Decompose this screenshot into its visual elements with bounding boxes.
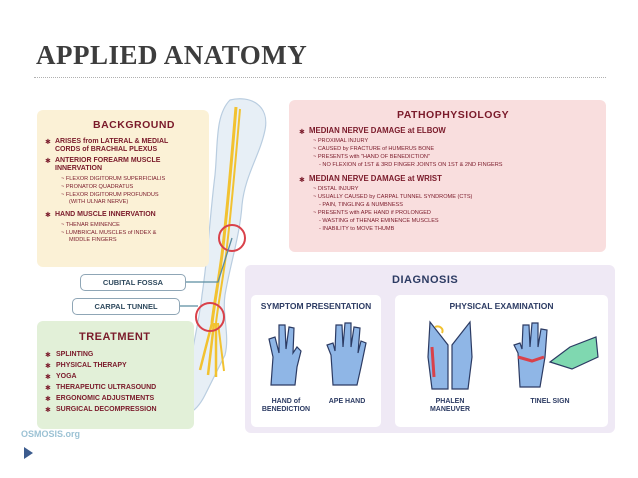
treatment-item-3: YOGA (56, 373, 77, 380)
bg-sub-4: ~ THENAR EMINENCE (61, 222, 120, 228)
patho-elbow-line-4: - NO FLEXION of 1ST & 3RD FINGER JOINTS … (319, 162, 503, 168)
title-divider (34, 77, 606, 78)
carpal-tunnel-circle (195, 302, 225, 332)
exam-title: PHYSICAL EXAMINATION (449, 301, 554, 311)
cubital-fossa-circle (218, 224, 246, 252)
bg-sub-5-cont: MIDDLE FINGERS (69, 237, 117, 243)
bg-item-1: ARISES from LATERAL & MEDIAL (55, 138, 169, 145)
bullet-icon: ✱ (299, 177, 305, 184)
phalen-caption-2: MANEUVER (429, 406, 471, 413)
bullet-icon: ✱ (45, 139, 51, 146)
patho-wrist-line-1: ~ DISTAL INJURY (313, 186, 359, 192)
benediction-caption-1: HAND of (271, 398, 301, 405)
bullet-icon: ✱ (45, 363, 51, 370)
diagnosis-panel: DIAGNOSIS SYMPTOM PRESENTATION HAND of B… (245, 265, 615, 433)
bullet-icon: ✱ (45, 374, 51, 381)
treatment-item-6: SURGICAL DECOMPRESSION (56, 406, 157, 413)
treatment-panel: TREATMENT ✱ SPLINTING ✱ PHYSICAL THERAPY… (37, 321, 194, 429)
bullet-icon: ✱ (45, 407, 51, 414)
osmosis-logo: OSMOSIS.org (21, 429, 81, 439)
bullet-icon: ✱ (45, 385, 51, 392)
background-title: BACKGROUND (93, 119, 175, 131)
patho-wrist-line-2: ~ USUALLY CAUSED by CARPAL TUNNEL SYNDRO… (313, 194, 473, 200)
bg-sub-3: ~ FLEXOR DIGITORUM PROFUNDUS (61, 192, 159, 198)
cubital-fossa-label: CUBITAL FOSSA (80, 274, 186, 291)
treatment-item-4: THERAPEUTIC ULTRASOUND (56, 384, 157, 391)
patho-wrist-line-3: - PAIN, TINGLING & NUMBNESS (319, 202, 404, 208)
slide-title: APPLIED ANATOMY (36, 40, 308, 70)
bullet-icon: ✱ (45, 396, 51, 403)
carpal-tunnel-label: CARPAL TUNNEL (72, 298, 180, 315)
arm-illustration (174, 98, 267, 416)
patho-elbow-line-1: ~ PROXIMAL INJURY (313, 138, 369, 144)
bullet-icon: ✱ (45, 158, 51, 165)
bg-item-3: HAND MUSCLE INNERVATION (55, 211, 156, 218)
symptom-title: SYMPTOM PRESENTATION (260, 301, 372, 311)
tinel-sign-illustration (513, 322, 599, 388)
bg-sub-2: ~ PRONATOR QUADRATUS (61, 184, 134, 190)
patho-wrist-heading: MEDIAN NERVE DAMAGE at WRIST (309, 174, 442, 183)
phalen-maneuver-illustration (427, 320, 473, 390)
treatment-item-5: ERGONOMIC ADJUSTMENTS (56, 395, 155, 402)
phalen-caption-1: PHALEN (435, 398, 465, 405)
tinel-caption: TINEL SIGN (530, 398, 570, 405)
bg-item-2-cont: INNERVATION (55, 165, 103, 172)
pathophysiology-panel: PATHOPHYSIOLOGY ✱ MEDIAN NERVE DAMAGE at… (289, 100, 606, 252)
patho-title: PATHOPHYSIOLOGY (397, 109, 510, 121)
patho-wrist-line-4: ~ PRESENTS with APE HAND if PROLONGED (313, 210, 431, 216)
symptom-card: SYMPTOM PRESENTATION HAND of BENEDICTION… (251, 295, 381, 427)
bg-item-2: ANTERIOR FOREARM MUSCLE (55, 157, 161, 164)
bullet-icon: ✱ (45, 352, 51, 359)
bg-sub-3-cont: (WITH ULNAR NERVE) (69, 199, 129, 205)
hand-of-benediction-illustration (268, 324, 302, 386)
bullet-icon: ✱ (45, 212, 51, 219)
treatment-item-1: SPLINTING (56, 351, 94, 358)
exam-card: PHYSICAL EXAMINATION PHALEN MANEUVER TIN… (395, 295, 608, 427)
background-panel: BACKGROUND ✱ ARISES from LATERAL & MEDIA… (37, 110, 209, 267)
ape-hand-caption: APE HAND (328, 398, 366, 405)
bg-item-1-cont: CORDS of BRACHIAL PLEXUS (55, 146, 158, 153)
patho-wrist-line-5: - WASTING of THENAR EMINENCE MUSCLES (319, 218, 439, 224)
benediction-caption-2: BENEDICTION (261, 406, 311, 413)
bg-sub-1: ~ FLEXOR DIGITORUM SUPERFICIALIS (61, 176, 166, 182)
diagnosis-title: DIAGNOSIS (392, 274, 459, 286)
next-slide-arrow-icon[interactable] (24, 447, 33, 459)
patho-elbow-heading: MEDIAN NERVE DAMAGE at ELBOW (309, 126, 446, 135)
patho-elbow-line-3: ~ PRESENTS with "HAND OF BENEDICTION" (313, 154, 430, 160)
bullet-icon: ✱ (299, 129, 305, 136)
patho-elbow-line-2: ~ CAUSED by FRACTURE of HUMERUS BONE (313, 146, 435, 152)
treatment-title: TREATMENT (79, 331, 151, 343)
bg-sub-5: ~ LUMBRICAL MUSCLES of INDEX & (61, 230, 157, 236)
treatment-item-2: PHYSICAL THERAPY (56, 362, 127, 369)
ape-hand-illustration (326, 322, 367, 386)
patho-wrist-line-6: - INABILITY to MOVE THUMB (319, 226, 395, 232)
